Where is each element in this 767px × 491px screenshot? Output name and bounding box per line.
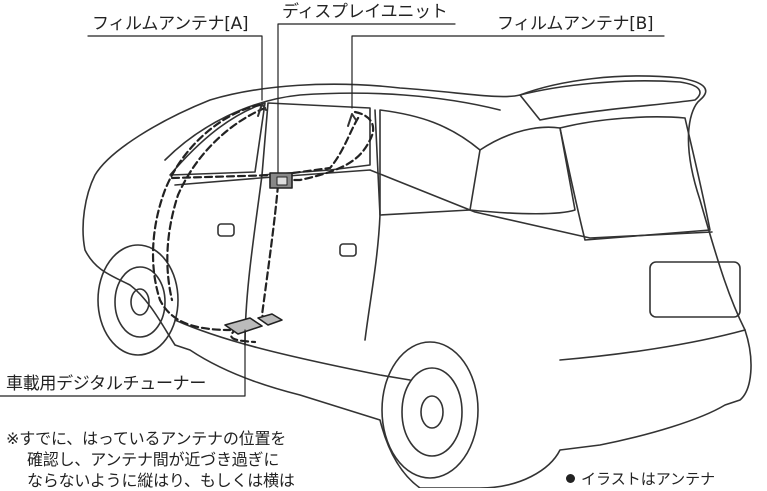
rear-door-line — [364, 109, 381, 341]
placement-note: ※すでに、はっているアンテナの位置を 確認し、アンテナ間が近づき過ぎに ならない… — [6, 428, 295, 491]
rear-bumper — [559, 329, 746, 361]
antenna-a-cable — [151, 103, 262, 332]
antenna-a-marker — [257, 103, 267, 117]
rear-side-window — [379, 109, 481, 216]
label-antenna-b: フィルムアンテナ[B] — [497, 14, 654, 34]
tuner-module — [257, 313, 283, 326]
leader-tuner — [0, 329, 246, 397]
leader-antenna-a — [87, 35, 263, 101]
rear-door-handle — [339, 243, 357, 257]
note-line-2: 確認し、アンテナ間が近づき過ぎに — [27, 450, 280, 469]
leader-antenna-b — [351, 35, 665, 109]
note-line-1: ※すでに、はっているアンテナの位置を — [6, 429, 287, 448]
front-wheel-rim — [114, 266, 166, 338]
rear-hatch-window — [559, 116, 711, 241]
belt-line — [174, 169, 713, 239]
note-line-3: ならないように縦はり、もしくは横は — [27, 471, 295, 490]
label-display-unit: ディスプレイユニット — [282, 2, 448, 22]
rear-spoiler — [519, 80, 701, 121]
license-plate — [649, 261, 741, 318]
rear-wheel-hub — [420, 395, 444, 429]
label-tuner: 車載用デジタルチューナー — [6, 374, 207, 394]
side-sill — [174, 319, 411, 381]
illustration-footnote: イラストはアンテナ — [566, 470, 715, 488]
label-antenna-a: フィルムアンテナ[A] — [92, 14, 249, 34]
front-door-handle — [217, 223, 235, 237]
rear-wheel — [381, 341, 479, 479]
front-windshield — [169, 102, 266, 176]
rear-wheel-rim — [401, 367, 463, 457]
antenna-b-marker — [347, 113, 357, 127]
footnote-text: イラストはアンテナ — [581, 470, 716, 488]
car-body-outline — [82, 75, 752, 488]
tuner-box — [224, 317, 263, 335]
bullet-icon — [566, 474, 575, 483]
antenna-b-cable — [276, 110, 375, 182]
tuner-cable — [260, 183, 280, 322]
antenna-a-cable-return — [166, 106, 267, 302]
roof-line — [164, 92, 501, 161]
front-wheel — [97, 244, 179, 356]
rear-quarter-line — [469, 126, 576, 215]
front-side-window — [261, 102, 371, 176]
leader-display-unit — [277, 23, 456, 173]
front-wheel-hub — [130, 288, 150, 316]
display-unit-screen — [276, 176, 288, 186]
